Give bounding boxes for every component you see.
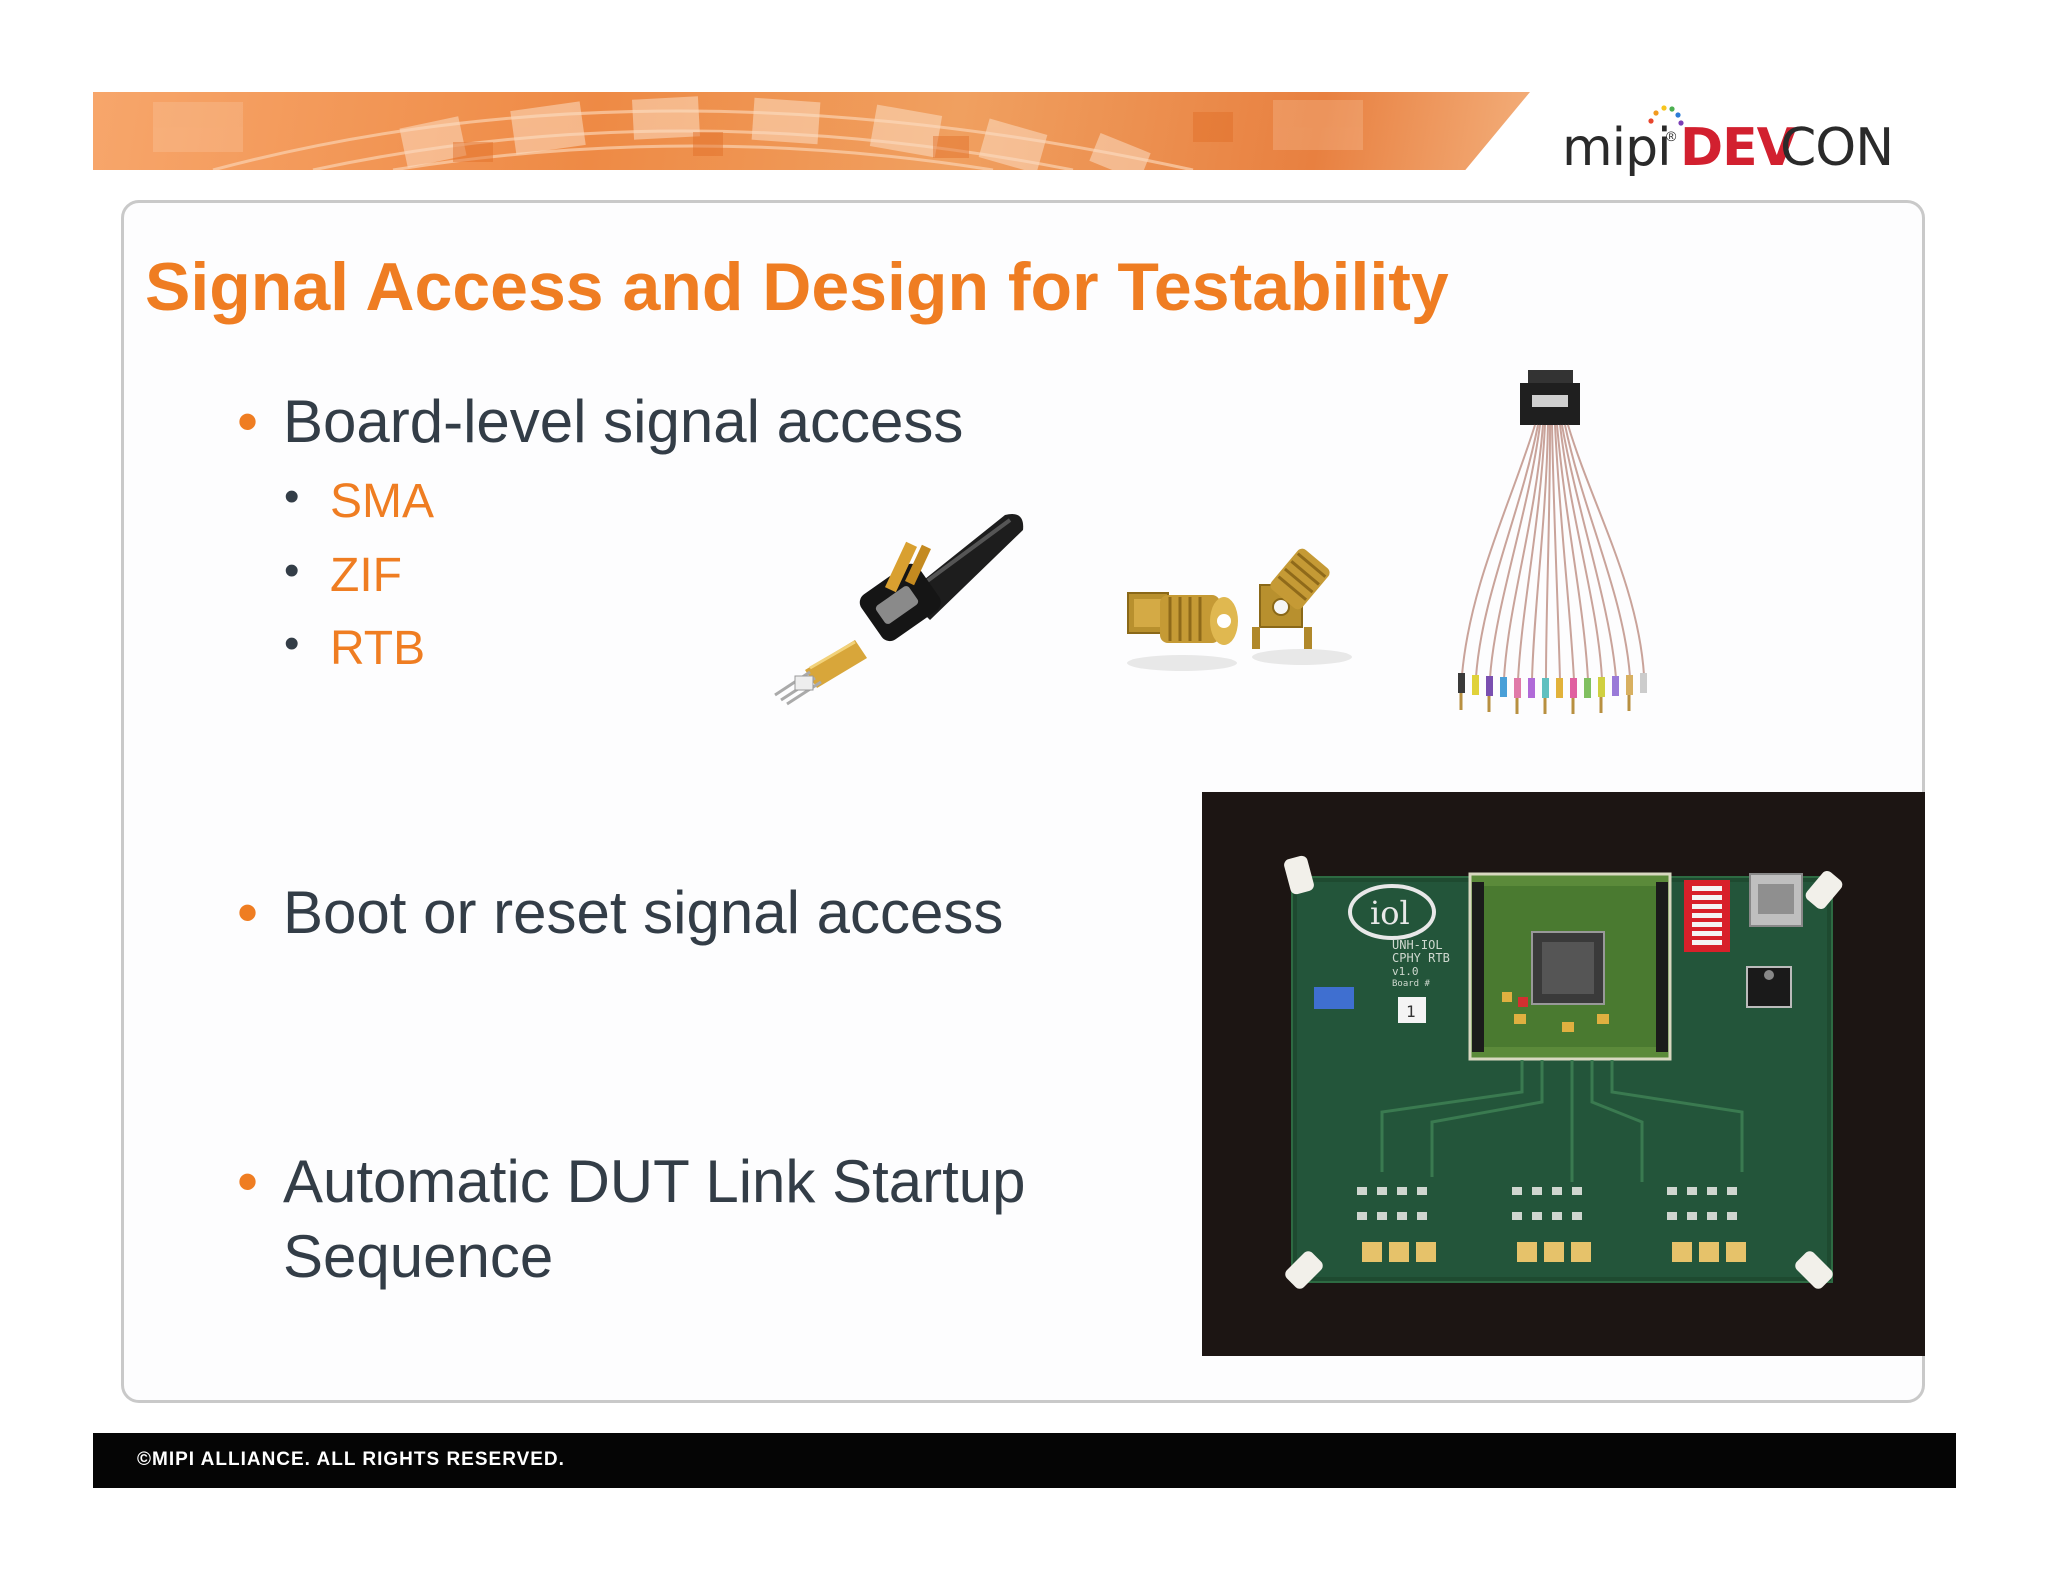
- bullet-text: Boot or reset signal access: [283, 879, 1004, 946]
- bullet-automatic-dut: • Automatic DUT Link Startup: [237, 1145, 1026, 1219]
- bullet-dot: •: [237, 879, 259, 946]
- bullet-boot-reset: • Boot or reset signal access: [237, 876, 1004, 950]
- sub-bullet-dot: •: [284, 619, 300, 668]
- bullet-automatic-dut-line2: Sequence: [283, 1220, 553, 1294]
- zif-connector-photo: [774, 514, 1024, 706]
- logo-con-text: CON: [1780, 118, 1894, 178]
- bullet-text: Automatic DUT Link Startup: [283, 1148, 1026, 1215]
- test-board-photo: iol UNH-IOL CPHY RTB v1.0 Board # 1: [1202, 792, 1925, 1356]
- mipi-devcon-logo: mipi ® DEV CON: [1562, 100, 1902, 180]
- board-label-line1: UNH-IOL: [1392, 938, 1443, 952]
- board-label-line3: v1.0: [1392, 965, 1419, 978]
- bullet-text: Board-level signal access: [283, 388, 964, 455]
- slide-title: Signal Access and Design for Testability: [145, 249, 1449, 325]
- banner-pattern: [153, 96, 1363, 170]
- board-logo-text: iol: [1370, 894, 1410, 932]
- logo-dev-text: DEV: [1680, 118, 1797, 178]
- footer-copyright: ©MIPI ALLIANCE. ALL RIGHTS RESERVED.: [137, 1449, 565, 1470]
- bullet-dot: •: [237, 1148, 259, 1215]
- logo-mipi-text: mipi: [1562, 118, 1672, 178]
- bullet-dot: •: [237, 388, 259, 455]
- sma-connector-photo: [1127, 548, 1352, 671]
- bullet-board-level: • Board-level signal access: [237, 385, 964, 459]
- logo-registered-mark: ®: [1666, 128, 1677, 144]
- logo-dots-icon: [1648, 105, 1684, 126]
- rtb-cable-photo: [1458, 370, 1647, 714]
- sub-bullet-text: ZIF: [330, 549, 402, 602]
- sub-bullet-dot: •: [284, 546, 300, 595]
- sub-bullet-sma: • SMA: [284, 472, 435, 529]
- board-label-line4: Board #: [1392, 979, 1431, 989]
- sub-bullet-text: SMA: [330, 475, 435, 528]
- board-label-line2: CPHY RTB: [1392, 951, 1450, 965]
- bullet-text: Sequence: [283, 1223, 554, 1290]
- header-banner: [93, 92, 1530, 170]
- board-number: 1: [1406, 1002, 1416, 1021]
- sub-bullet-dot: •: [284, 472, 300, 521]
- footer-bar: ©MIPI ALLIANCE. ALL RIGHTS RESERVED.: [93, 1433, 1956, 1488]
- sub-bullet-text: RTB: [330, 622, 426, 675]
- sub-bullet-rtb: • RTB: [284, 619, 426, 676]
- sub-bullet-zif: • ZIF: [284, 546, 402, 603]
